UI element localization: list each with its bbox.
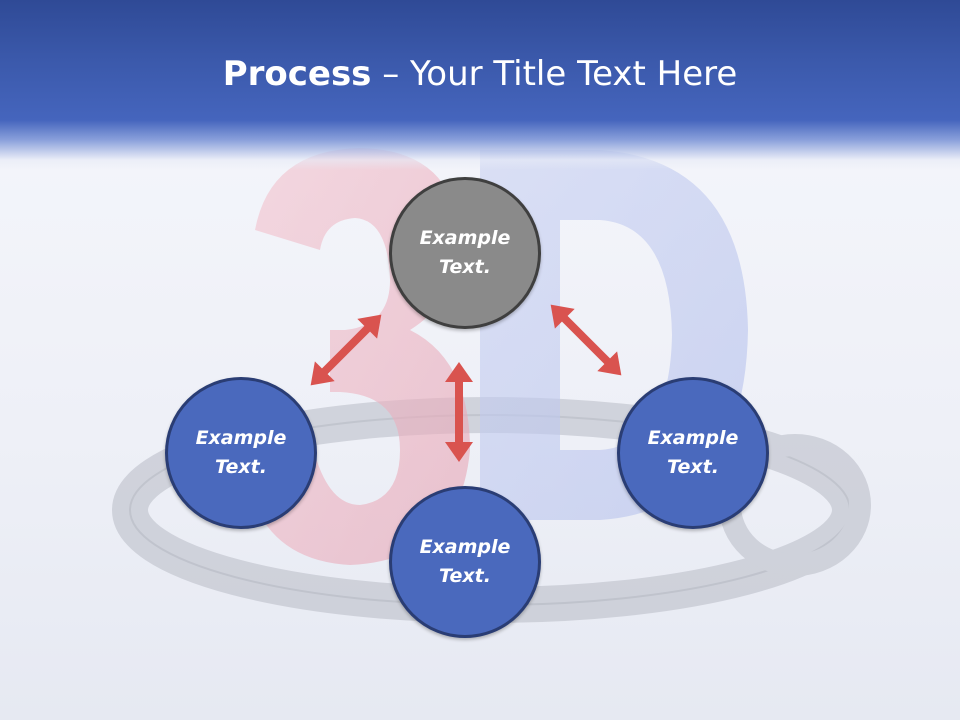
double-arrow-vertical — [445, 362, 473, 462]
process-node-bottom: Example Text. — [389, 486, 541, 638]
double-arrow-top-right — [550, 304, 622, 376]
title-rest: – Your Title Text Here — [371, 54, 738, 94]
title-bold: Process — [222, 54, 372, 94]
slide-title: Process – Your Title Text Here — [0, 52, 960, 96]
process-node-right: Example Text. — [617, 377, 769, 529]
double-arrow-top-left — [310, 314, 382, 386]
process-node-bottom-text: Example Text. — [419, 536, 511, 587]
process-node-top: Example Text. — [389, 177, 541, 329]
process-node-left-text: Example Text. — [195, 427, 287, 478]
process-node-right-text: Example Text. — [647, 427, 739, 478]
title-bar — [0, 0, 960, 170]
process-node-top-text: Example Text. — [419, 227, 511, 278]
process-node-left: Example Text. — [165, 377, 317, 529]
